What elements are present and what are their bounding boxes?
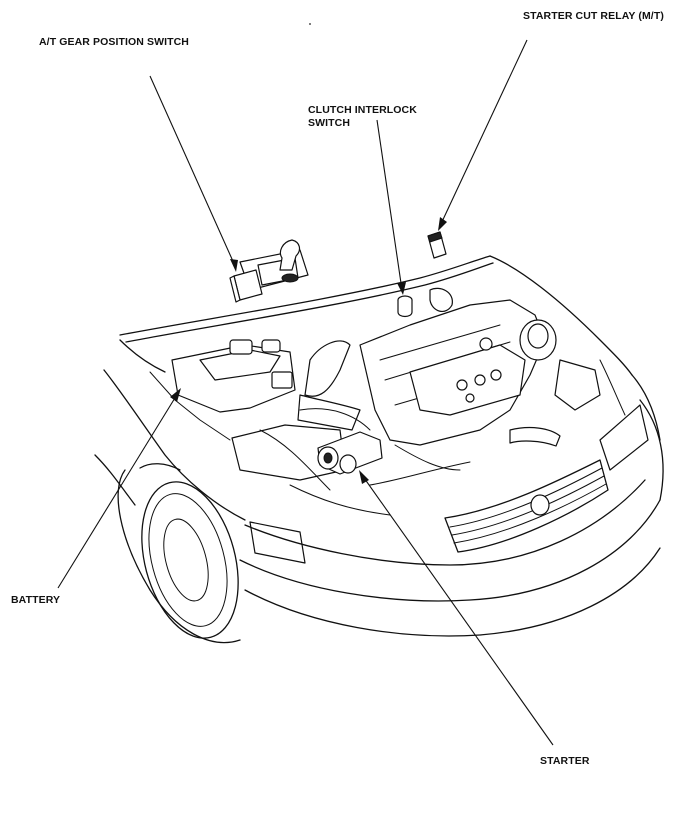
engine-components xyxy=(149,287,601,516)
leader-starter xyxy=(361,474,554,746)
arrow-at-gear-position-switch xyxy=(230,259,238,272)
arrow-starter xyxy=(359,470,369,484)
label-clutch-interlock-switch-line2: SWITCH xyxy=(308,117,351,129)
gear-position-switch-part xyxy=(229,269,263,303)
leader-clutch-interlock-switch xyxy=(376,119,403,291)
hood-outline xyxy=(119,255,633,376)
arrow-battery xyxy=(170,388,181,402)
label-at-gear-position-switch: A/T GEAR POSITION SWITCH xyxy=(39,36,189,48)
arrow-clutch-interlock-switch xyxy=(397,282,406,295)
callout-leader-lines xyxy=(57,39,554,746)
label-starter-cut-relay: STARTER CUT RELAY (M/T) xyxy=(523,10,664,22)
leader-starter-cut-relay xyxy=(439,39,528,227)
label-starter: STARTER xyxy=(540,755,590,767)
clutch-interlock-switch-part xyxy=(397,295,413,318)
arrow-starter-cut-relay xyxy=(438,217,447,231)
label-clutch-interlock-switch-line1: CLUTCH INTERLOCK xyxy=(308,104,417,116)
shift-lever-assembly xyxy=(239,239,309,291)
leader-at-gear-position-switch xyxy=(149,75,237,269)
starter-motor xyxy=(317,431,383,475)
leader-battery xyxy=(57,392,179,589)
label-battery: BATTERY xyxy=(11,594,61,606)
speck xyxy=(309,23,311,25)
car-body-outline xyxy=(94,339,664,644)
starter-cut-relay-part xyxy=(427,231,447,259)
